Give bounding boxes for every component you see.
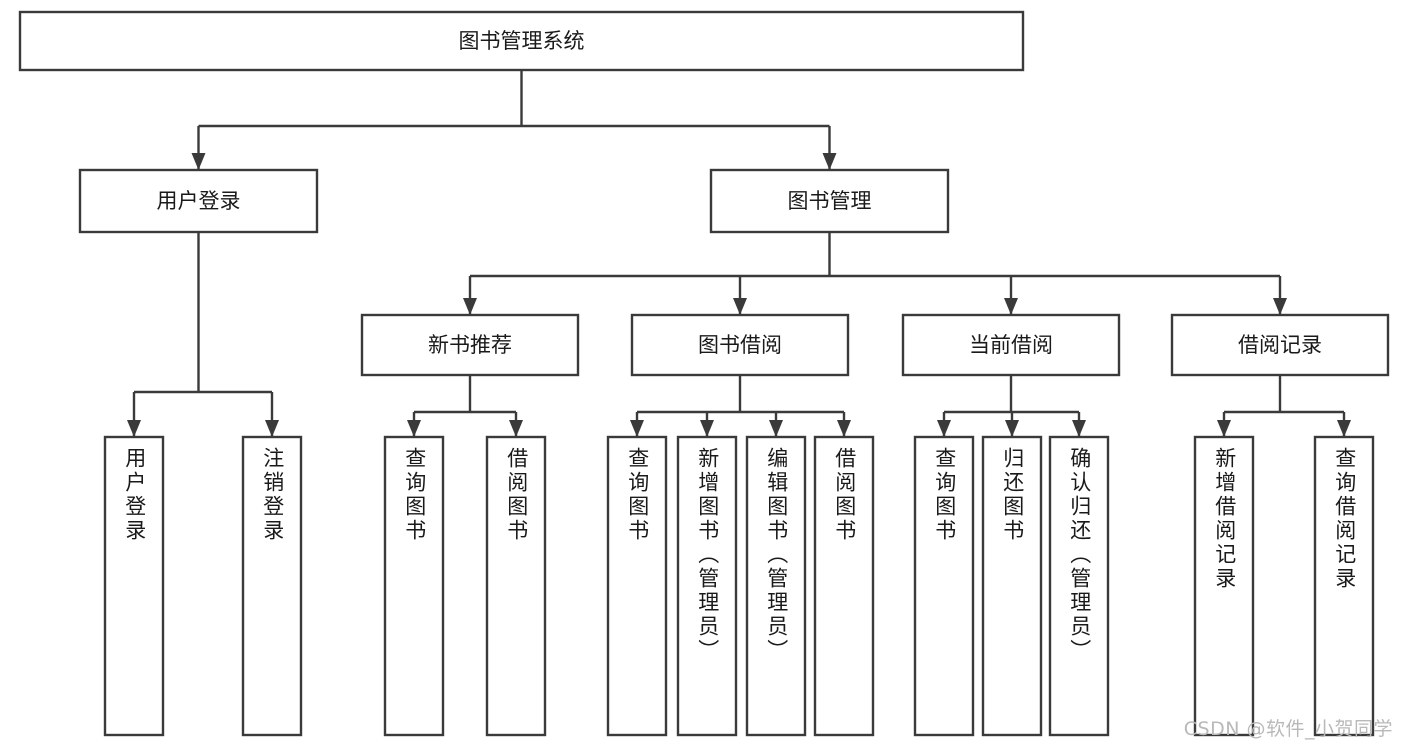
edge-arrowhead xyxy=(191,153,206,170)
node-level3-0-label: 新书推荐 xyxy=(428,333,512,357)
edge-arrowhead xyxy=(1217,420,1231,437)
node-level3-1-label: 图书借阅 xyxy=(698,333,782,357)
edge-arrowhead xyxy=(1337,420,1351,437)
node-root-system-label: 图书管理系统 xyxy=(459,29,585,53)
node-leaf-0[interactable] xyxy=(103,435,165,737)
edge-arrowhead xyxy=(937,420,951,437)
node-leaf-5[interactable] xyxy=(676,435,738,737)
node-leaf-2[interactable] xyxy=(383,435,445,737)
node-leaf-11[interactable] xyxy=(1193,435,1255,737)
edge-arrowhead xyxy=(769,420,783,437)
node-leaf-4[interactable] xyxy=(606,435,668,737)
node-level3-3-label: 借阅记录 xyxy=(1238,333,1322,357)
node-level3-2-label: 当前借阅 xyxy=(969,333,1053,357)
edge-arrowhead xyxy=(407,420,421,437)
edge-arrowhead xyxy=(733,298,747,315)
node-leaf-6[interactable] xyxy=(745,435,807,737)
edge-arrowhead xyxy=(1004,298,1018,315)
edge-arrowhead xyxy=(1005,420,1019,437)
node-box-layer xyxy=(18,10,1390,737)
node-leaf-9[interactable] xyxy=(981,435,1043,737)
node-book-management-label: 图书管理 xyxy=(788,189,872,213)
edge-arrowhead xyxy=(265,420,279,437)
node-level3-0[interactable] xyxy=(360,313,580,377)
node-user-login-label: 用户登录 xyxy=(157,189,241,213)
edge-arrowhead xyxy=(509,420,523,437)
node-user-login[interactable] xyxy=(78,168,319,234)
edge-arrowhead xyxy=(700,420,714,437)
node-leaf-3[interactable] xyxy=(485,435,547,737)
node-leaf-10[interactable] xyxy=(1048,435,1110,737)
node-level3-1[interactable] xyxy=(630,313,850,377)
edge-arrowhead xyxy=(463,298,477,315)
edge-arrowhead xyxy=(127,420,141,437)
edge-arrowhead xyxy=(1273,298,1287,315)
node-leaf-7[interactable] xyxy=(813,435,875,737)
node-leaf-1[interactable] xyxy=(241,435,303,737)
edge-arrowhead xyxy=(1072,420,1086,437)
node-leaf-12[interactable] xyxy=(1313,435,1375,737)
edge-arrowhead xyxy=(630,420,644,437)
edge-arrowhead xyxy=(837,420,851,437)
connector-layer xyxy=(127,70,1351,437)
csdn-watermark: CSDN @软件_小贺同学 xyxy=(1183,718,1393,740)
node-book-management[interactable] xyxy=(709,168,950,234)
node-level3-3[interactable] xyxy=(1170,313,1390,377)
edge-arrowhead xyxy=(822,153,837,170)
node-level3-2[interactable] xyxy=(901,313,1121,377)
node-root-system[interactable] xyxy=(18,10,1025,72)
node-leaf-8[interactable] xyxy=(913,435,975,737)
